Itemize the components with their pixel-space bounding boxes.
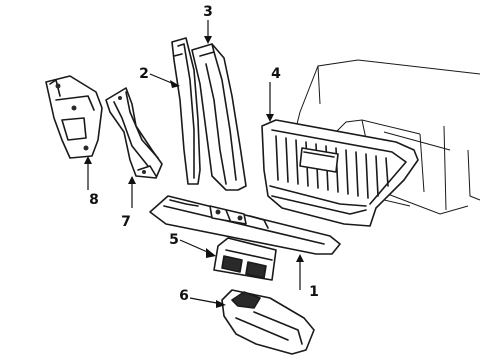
part-8-trim-panel — [45, 75, 103, 159]
callout-1: 1 — [309, 284, 319, 300]
callout-6: 6 — [179, 288, 189, 304]
callout-3: 3 — [203, 4, 213, 20]
part-5-switch-bezel — [213, 237, 277, 281]
callout-7: 7 — [121, 214, 131, 230]
leader-lines — [84, 20, 304, 308]
part-4-door-trim-panel — [261, 119, 419, 227]
part-1-sill-plate — [149, 195, 341, 255]
part-3-b-pillar-trim — [191, 43, 247, 191]
callout-8: 8 — [89, 192, 99, 208]
part-7-reinforcement — [105, 87, 163, 179]
callout-labels: 3 2 4 8 7 5 6 1 — [89, 4, 319, 304]
part-6-armrest — [221, 289, 315, 355]
callout-2: 2 — [139, 66, 149, 82]
part-2-pillar-cover — [171, 37, 201, 185]
callout-5: 5 — [169, 232, 179, 248]
callout-4: 4 — [271, 66, 281, 82]
